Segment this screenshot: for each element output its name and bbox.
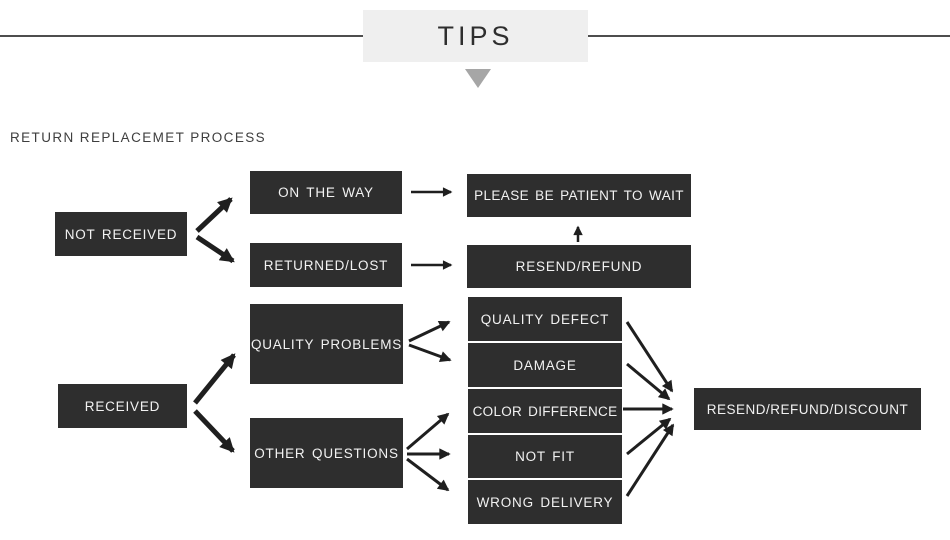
arrow-quality-problems-to-quality-defect	[408, 320, 451, 343]
node-received: RECEIVED	[58, 384, 187, 428]
node-wrong-delivery: WRONG DELIVERY	[468, 480, 622, 524]
arrow-damage-to-resend-refund-discount	[626, 362, 671, 401]
arrow-received-to-quality-problems	[193, 353, 236, 405]
node-not-received: NOT RECEIVED	[55, 212, 187, 256]
node-please-wait: PLEASE BE PATIENT TO WAIT	[467, 174, 691, 217]
arrow-received-to-other-questions	[193, 409, 235, 453]
node-not-fit: NOT FIT	[468, 435, 622, 478]
triangle-down-icon	[465, 69, 491, 88]
arrow-other-questions-to-color-difference	[406, 412, 450, 451]
section-title: RETURN REPLACEMET PROCESS	[10, 130, 267, 145]
node-quality-defect: QUALITY DEFECT	[468, 297, 622, 341]
node-resend-refund-discount: RESEND/REFUND/DISCOUNT	[694, 388, 921, 430]
arrow-quality-defect-to-resend-refund-discount	[625, 321, 674, 393]
node-damage: DAMAGE	[468, 343, 622, 387]
page-title: TIPS	[363, 10, 588, 62]
arrow-wrong-delivery-to-resend-refund-discount	[625, 423, 675, 497]
arrow-not-fit-to-resend-refund-discount	[626, 417, 672, 456]
node-returned-lost: RETURNED/LOST	[250, 243, 402, 287]
node-color-difference: COLOR DIFFERENCE	[468, 389, 622, 433]
node-on-the-way: ON THE WAY	[250, 171, 402, 214]
arrow-other-questions-to-wrong-delivery	[406, 457, 450, 492]
arrow-not-received-to-returned-lost	[195, 234, 235, 264]
arrow-not-received-to-on-the-way	[195, 197, 233, 233]
arrow-quality-problems-to-damage	[408, 343, 452, 363]
node-quality-problems: QUALITY PROBLEMS	[250, 304, 403, 384]
node-other-questions: OTHER QUESTIONS	[250, 418, 403, 488]
node-resend-refund: RESEND/REFUND	[467, 245, 691, 288]
